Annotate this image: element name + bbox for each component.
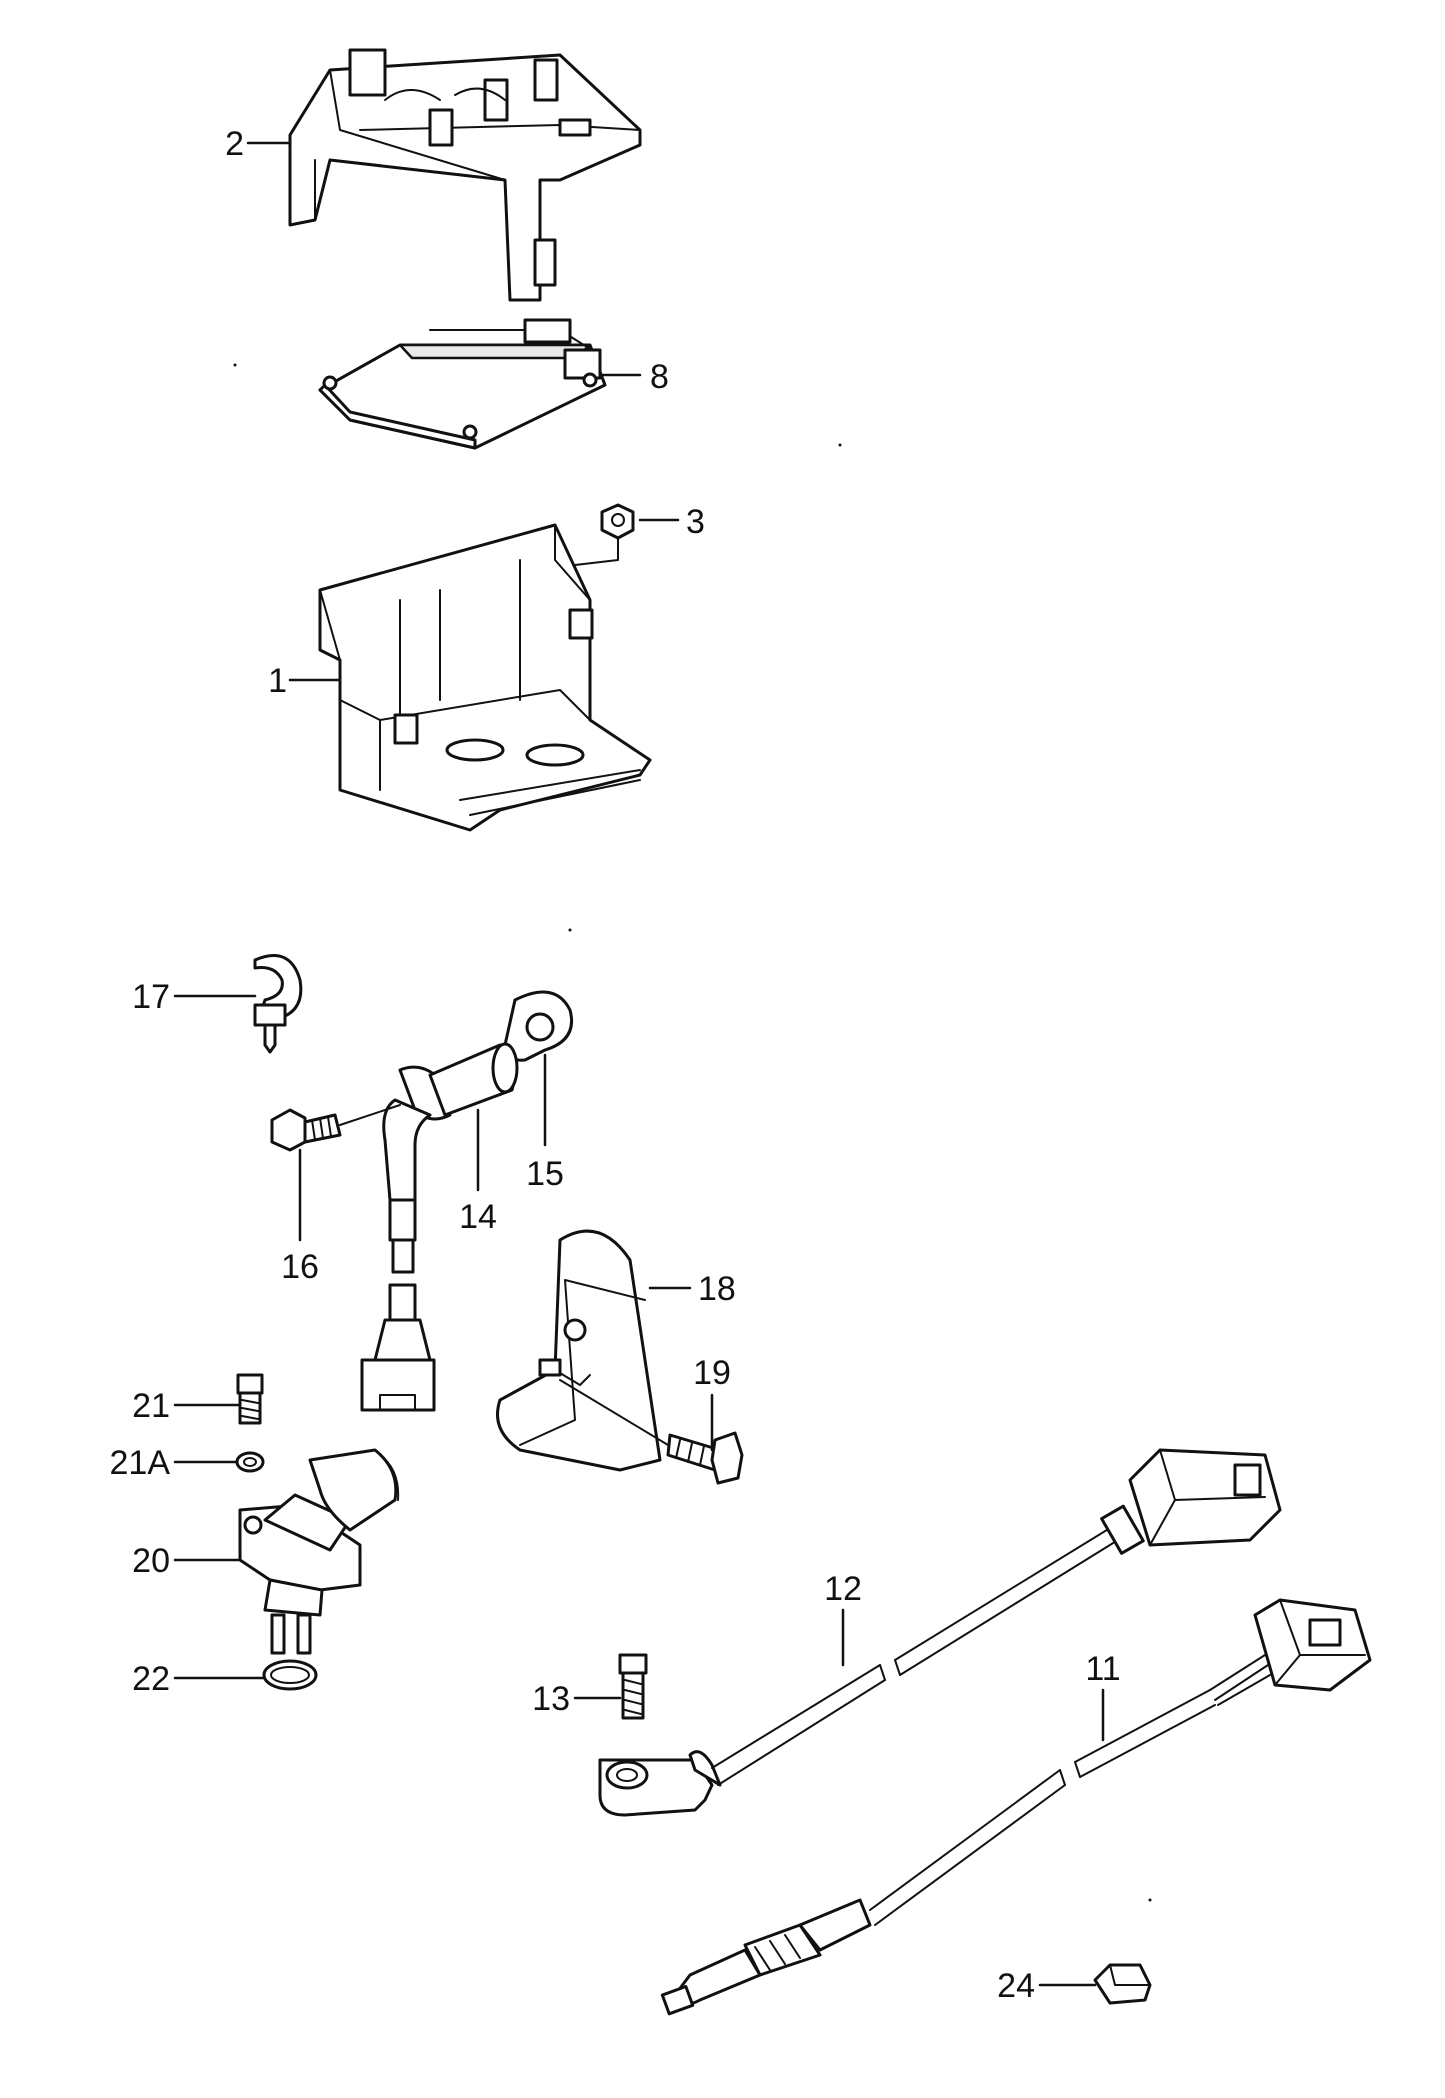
callout-13: 13	[532, 1680, 570, 1718]
callout-8: 8	[650, 358, 669, 396]
callout-21: 21	[132, 1387, 170, 1425]
part-21-bolt	[236, 1373, 264, 1425]
part-21a-washer	[235, 1451, 265, 1473]
callout-19: 19	[693, 1354, 731, 1392]
callout-11: 11	[1085, 1650, 1120, 1688]
callout-18: 18	[698, 1270, 736, 1308]
callout-16: 16	[281, 1248, 319, 1286]
part-1-tray	[318, 523, 652, 832]
part-13-bolt	[618, 1653, 648, 1720]
part-24-clip	[1093, 1963, 1152, 2005]
part-19-bolt	[559, 1379, 744, 1485]
part-22-o-ring	[262, 1659, 318, 1691]
callout-21a: 21A	[110, 1444, 171, 1482]
callout-20: 20	[132, 1542, 170, 1580]
part-17-clip	[253, 954, 303, 1054]
part-14-sensor	[360, 1042, 519, 1412]
callout-24: 24	[997, 1967, 1035, 2005]
part-12-knock-sensor	[598, 1448, 1282, 1817]
callout-1: 1	[268, 662, 287, 700]
callout-3: 3	[686, 503, 705, 541]
scan-specks	[233, 363, 1152, 1902]
leader-lines	[173, 141, 1105, 1987]
callout-2: 2	[225, 125, 244, 163]
callout-14: 14	[459, 1198, 497, 1236]
part-2-bracket	[288, 48, 642, 302]
part-20-pressure-sensor	[238, 1448, 400, 1655]
callout-12: 12	[824, 1570, 862, 1608]
part-18-shield	[496, 1229, 662, 1472]
callout-17: 17	[132, 978, 170, 1016]
callout-22: 22	[132, 1660, 170, 1698]
part-8-control-module	[318, 318, 607, 450]
part-11-oxygen-sensor	[660, 1598, 1372, 2016]
part-3-nut	[574, 503, 635, 581]
callout-labels: 2 8 3 1 17 15 14 16 18 19 21 21A 20 22 1…	[110, 125, 1121, 2005]
callout-15: 15	[526, 1155, 564, 1193]
part-16-bolt	[270, 1104, 401, 1152]
part-15-gasket	[503, 990, 573, 1062]
